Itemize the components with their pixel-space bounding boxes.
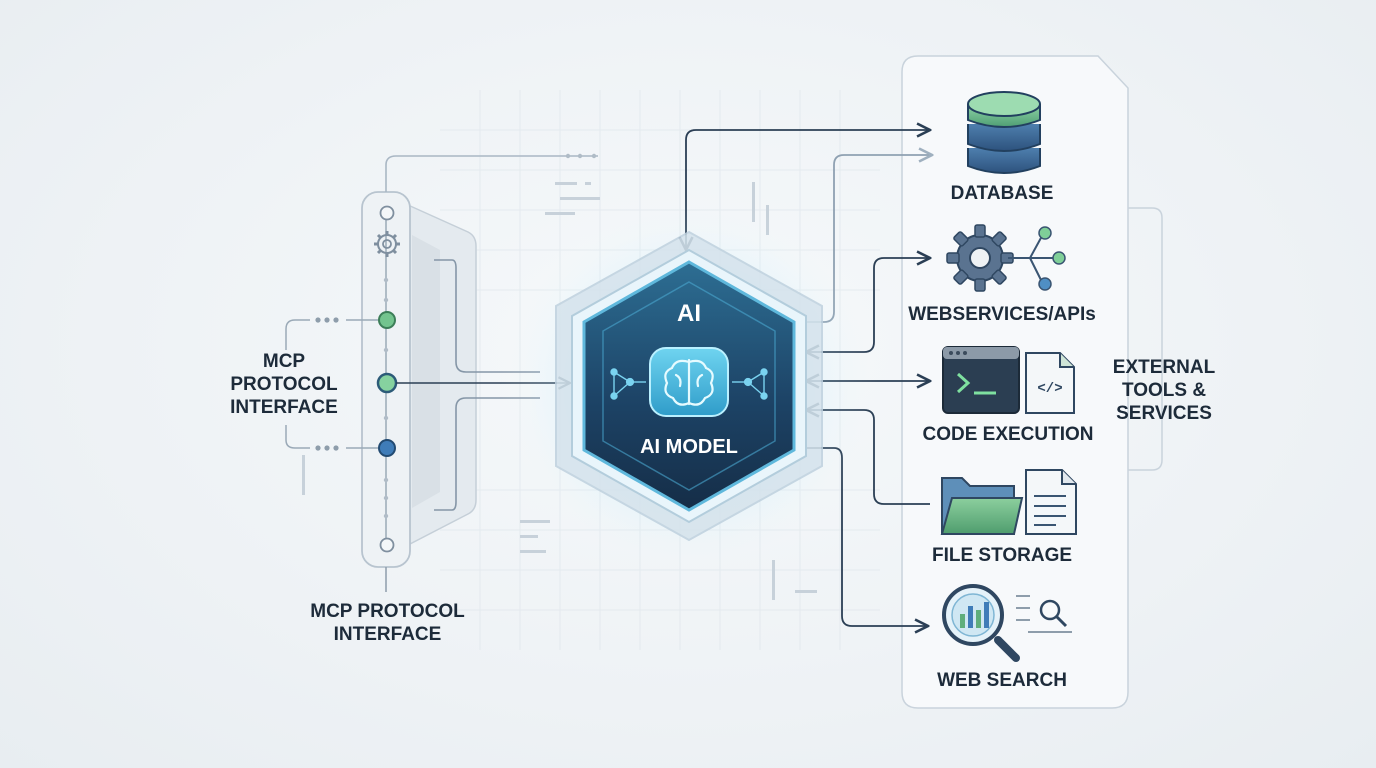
database-icon — [967, 91, 1041, 174]
mcp-protocol-interface-left-label: MCP PROTOCOL INTERFACE — [230, 351, 338, 418]
terminal-icon — [942, 346, 1020, 414]
ai-model-hub — [499, 196, 879, 576]
document-icon — [1025, 469, 1077, 535]
tool-label-database: DATABASE — [950, 183, 1054, 204]
tool-label-file-storage: FILE STORAGE — [931, 545, 1073, 566]
port-node-blue — [378, 439, 396, 457]
external-tools-label: EXTERNAL TOOLS & SERVICES — [1112, 357, 1216, 424]
hub-top-text: AI — [677, 300, 701, 327]
svg-text:</>: </> — [1037, 381, 1062, 397]
left-bracket — [285, 319, 310, 449]
code-file-icon: </> — [1025, 352, 1075, 414]
tool-label-web-search: WEB SEARCH — [937, 670, 1067, 691]
port-node-green-mid — [376, 372, 398, 394]
neural-node-left-icon — [610, 368, 646, 400]
brain-icon — [649, 347, 729, 417]
tool-label-webservices: WEBSERVICES/APIs — [908, 304, 1096, 325]
tool-label-code-execution: CODE EXECUTION — [922, 424, 1094, 445]
gear-network-icon — [946, 224, 1066, 292]
panel-side-bracket — [1128, 207, 1163, 471]
magnifier-icon — [942, 584, 1020, 662]
hub-model-label: AI MODEL — [640, 436, 738, 458]
port-node-green-top — [378, 311, 396, 329]
neural-node-right-icon — [732, 368, 768, 400]
search-lines-icon — [1016, 595, 1072, 633]
device-gear-icon — [374, 231, 400, 257]
mcp-protocol-interface-bottom-label: MCP PROTOCOL INTERFACE — [310, 601, 465, 645]
mcp-interface-device — [361, 191, 477, 568]
folder-icon — [940, 477, 1024, 535]
